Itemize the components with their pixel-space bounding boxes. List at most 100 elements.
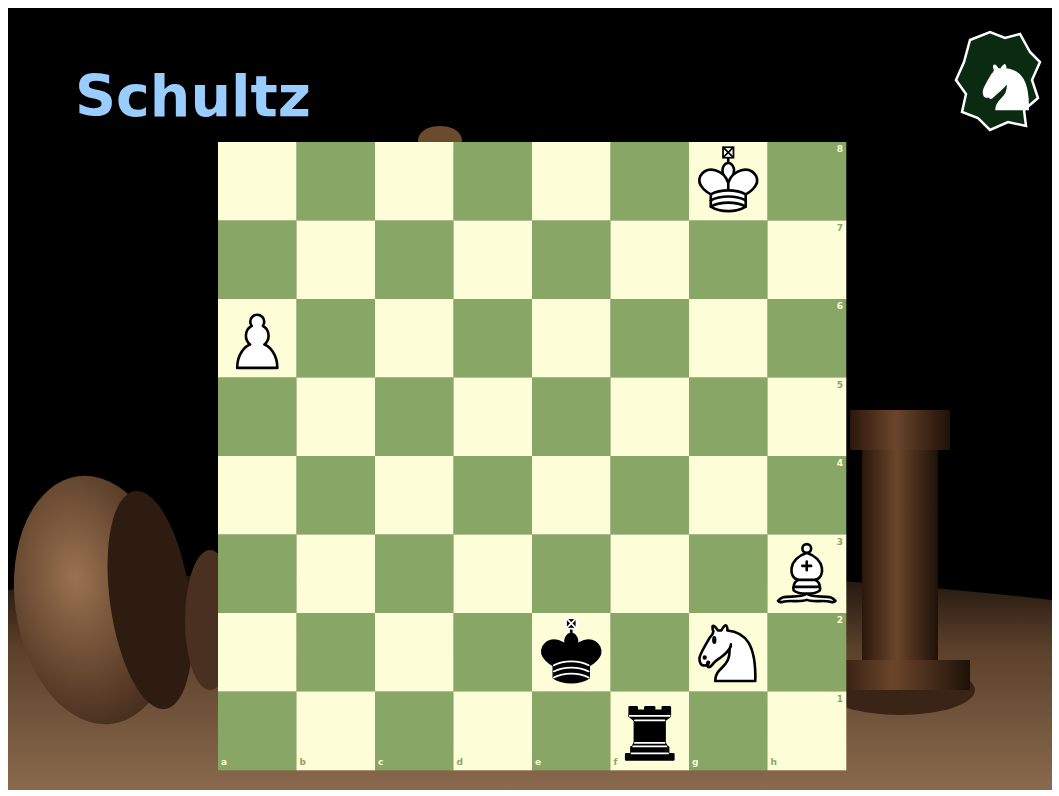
board-square [689, 299, 768, 378]
file-label: a [221, 758, 227, 767]
board-square [768, 378, 847, 457]
rank-label: 1 [837, 695, 843, 704]
board-square [611, 613, 690, 692]
file-label: c [378, 758, 383, 767]
board-square [218, 535, 297, 614]
board-square [218, 692, 297, 771]
board-square [375, 613, 454, 692]
board-square [532, 142, 611, 221]
board-square [454, 535, 533, 614]
piece-detail [794, 562, 820, 587]
board-square [375, 535, 454, 614]
board-square [532, 613, 611, 692]
board-square [375, 221, 454, 300]
king-cross-box [723, 147, 733, 157]
piece-detail [711, 190, 746, 206]
board-square [768, 456, 847, 535]
board-square [768, 692, 847, 771]
board-square [611, 221, 690, 300]
rank-label: 7 [837, 224, 843, 233]
black-rook-piece [626, 707, 673, 759]
piece-outline [778, 594, 836, 602]
king-cross-box [566, 618, 576, 628]
board-square [375, 142, 454, 221]
board-square [375, 692, 454, 771]
pieces [237, 147, 835, 759]
white-bishop-piece [778, 544, 836, 602]
board-square [218, 378, 297, 457]
board-square [689, 142, 768, 221]
board-square [768, 221, 847, 300]
king-cross [566, 618, 576, 628]
board-square [375, 378, 454, 457]
board-square [454, 299, 533, 378]
piece-outline [542, 641, 600, 682]
piece-detail [704, 637, 715, 658]
file-label: h [771, 758, 777, 767]
file-label: g [692, 758, 698, 767]
board-square [375, 299, 454, 378]
file-label: e [535, 758, 541, 767]
piece-detail [630, 716, 670, 754]
board-square [611, 299, 690, 378]
board-square [454, 378, 533, 457]
board-square [611, 378, 690, 457]
piece-outline [802, 544, 811, 553]
board-square [297, 221, 376, 300]
board-square [768, 535, 847, 614]
piece-outline [635, 720, 665, 743]
board-square [375, 456, 454, 535]
rank-label: 3 [837, 538, 843, 547]
board-square [689, 221, 768, 300]
board-square [218, 456, 297, 535]
slide-title: Schultz [75, 68, 311, 125]
piece-outline [630, 707, 670, 716]
board-square [297, 456, 376, 535]
board-square [611, 456, 690, 535]
board-square [689, 613, 768, 692]
board-square [297, 692, 376, 771]
board-square [768, 142, 847, 221]
fallen-pawn [0, 126, 462, 735]
board-square [297, 613, 376, 692]
board-square [689, 692, 768, 771]
board-square [611, 692, 690, 771]
board-square [532, 456, 611, 535]
board-square [454, 692, 533, 771]
board-square [532, 535, 611, 614]
file-label: f [614, 758, 618, 767]
board-square [218, 221, 297, 300]
slide-ground [8, 8, 1052, 790]
piece-outline [791, 553, 822, 594]
king-cross [723, 147, 733, 157]
rank-label: 5 [837, 381, 843, 390]
rank-label: 6 [837, 302, 843, 311]
board-square [768, 613, 847, 692]
board-square [689, 535, 768, 614]
black-king-piece [542, 618, 600, 682]
board-square [532, 221, 611, 300]
white-knight-piece [699, 625, 755, 681]
rank-label: 2 [837, 616, 843, 625]
board-square [297, 142, 376, 221]
board-square [689, 378, 768, 457]
white-pawn-piece [237, 315, 277, 368]
board-square [218, 299, 297, 378]
white-king-piece [699, 147, 757, 211]
board-square [532, 378, 611, 457]
board-square [454, 613, 533, 692]
board-square [768, 299, 847, 378]
file-label: d [457, 758, 463, 767]
piece-outline [699, 625, 730, 667]
board-square [454, 456, 533, 535]
board-square [218, 613, 297, 692]
standing-rook [825, 410, 975, 715]
board-square [611, 535, 690, 614]
board-square [297, 535, 376, 614]
board-squares [218, 142, 846, 770]
board-square [297, 299, 376, 378]
board-square [297, 378, 376, 457]
board-square [218, 142, 297, 221]
board-square [611, 142, 690, 221]
